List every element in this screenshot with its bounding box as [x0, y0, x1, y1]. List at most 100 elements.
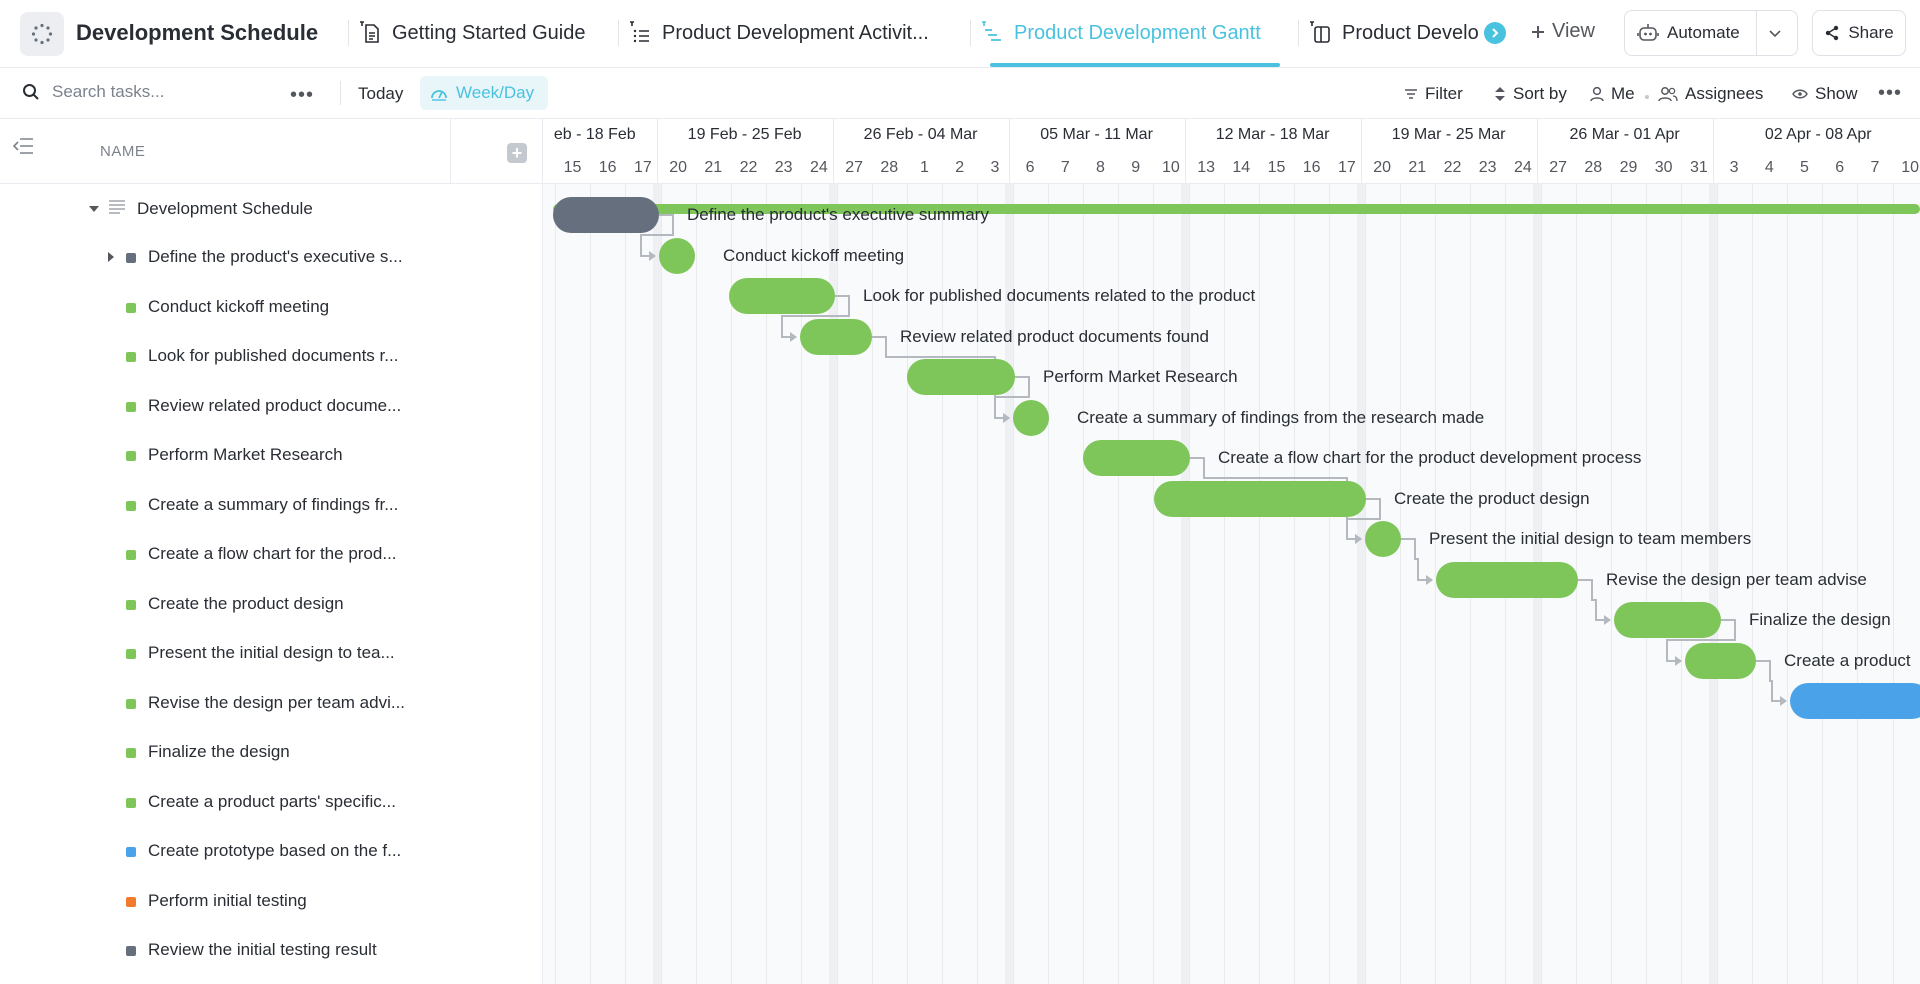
gantt-bar[interactable] — [907, 359, 1015, 395]
day-gridline — [1012, 183, 1014, 984]
add-view-button[interactable]: View — [1530, 20, 1595, 43]
page-title: Development Schedule — [76, 20, 319, 45]
tab-product-development-board[interactable]: Product Develo — [1308, 8, 1480, 58]
list-item[interactable]: Define the product's executive s... — [0, 233, 542, 282]
list-item-root[interactable]: Development Schedule — [0, 184, 542, 233]
gantt-milestone[interactable] — [1365, 521, 1401, 557]
week-label: eb - 18 Feb — [553, 126, 636, 143]
show-button[interactable]: Show — [1792, 84, 1858, 104]
caret-right-icon[interactable] — [106, 251, 116, 263]
share-button[interactable]: Share — [1812, 10, 1906, 56]
automate-button[interactable]: Automate — [1624, 10, 1798, 56]
active-tab-indicator — [990, 63, 1280, 67]
list-item[interactable]: Create a summary of findings fr... — [0, 481, 542, 530]
tab-product-development-gantt[interactable]: Product Development Gantt — [980, 8, 1290, 58]
summary-bar[interactable] — [553, 204, 1920, 214]
list-item[interactable]: Create prototype based on the f... — [0, 827, 542, 876]
divider — [970, 20, 971, 46]
add-column-button[interactable]: + — [507, 143, 527, 163]
list-item-label: Conduct kickoff meeting — [148, 296, 330, 316]
day-label: 17 — [1337, 159, 1356, 176]
column-divider[interactable] — [450, 119, 451, 183]
list-item-label: Look for published documents r... — [148, 346, 399, 365]
list-item[interactable]: Create a flow chart for the prod... — [0, 530, 542, 579]
tab-getting-started-guide[interactable]: Getting Started Guide — [358, 8, 608, 58]
day-gridline — [1223, 183, 1225, 984]
list-item[interactable]: Finalize the design — [0, 728, 542, 777]
collapse-sidebar-icon[interactable] — [12, 137, 34, 155]
users-icon — [1658, 86, 1678, 102]
list-item-label: Development Schedule — [137, 199, 313, 218]
day-label: 23 — [1478, 159, 1497, 176]
list-item[interactable]: Look for published documents r... — [0, 332, 542, 381]
gantt-bar-label: Define the product's executive summary — [687, 205, 989, 224]
day-gridline — [1083, 183, 1084, 984]
day-gridline — [977, 183, 979, 984]
gantt-bar[interactable] — [1685, 643, 1756, 679]
assignees-button[interactable]: Assignees — [1658, 84, 1763, 104]
caret-down-icon[interactable] — [88, 203, 100, 215]
gantt-bar[interactable] — [800, 319, 872, 355]
dependency-arrow — [790, 332, 797, 342]
top-bar: Development Schedule Getting Started Gui… — [0, 0, 1920, 68]
day-gridline — [1611, 183, 1612, 984]
list-item-label: Create the product design — [148, 593, 344, 613]
list-item[interactable]: Create a product parts' specific... — [0, 778, 542, 827]
list-item[interactable]: Revise the design per team advi... — [0, 679, 542, 728]
dependency-line — [1756, 660, 1786, 702]
dependency-arrow — [1426, 575, 1433, 585]
list-item[interactable]: Perform Market Research — [0, 431, 542, 480]
dependency-arrow — [1780, 696, 1787, 706]
automate-label: Automate — [1667, 23, 1740, 42]
space-loading-icon[interactable] — [20, 12, 64, 56]
gantt-milestone[interactable] — [1013, 400, 1049, 436]
day-label: 30 — [1654, 159, 1673, 176]
more-options-icon[interactable]: ••• — [1878, 82, 1903, 104]
gantt-bar[interactable] — [553, 197, 659, 233]
list-item[interactable]: Create the product design — [0, 580, 542, 629]
status-dot — [126, 748, 136, 758]
weekend-column — [828, 151, 837, 984]
tab-product-development-activities[interactable]: Product Development Activit... — [628, 8, 958, 58]
chevron-right-icon[interactable] — [1484, 22, 1506, 44]
list-item[interactable]: Perform initial testing — [0, 877, 542, 926]
week-label: 26 Feb - 04 Mar — [863, 126, 978, 143]
list-item[interactable]: Review the initial testing result — [0, 926, 542, 975]
status-dot — [126, 896, 136, 907]
today-button[interactable]: Today — [358, 84, 404, 103]
gantt-bar[interactable] — [1436, 562, 1578, 598]
gantt-milestone[interactable] — [659, 238, 695, 274]
status-dot — [126, 698, 136, 709]
list-item[interactable]: Conduct kickoff meeting — [0, 283, 542, 332]
day-label: 24 — [809, 159, 828, 176]
gantt-bar-label: Conduct kickoff meeting — [723, 246, 905, 265]
gantt-bar[interactable] — [1154, 481, 1366, 517]
day-gridline — [1787, 183, 1788, 984]
day-label: 1 — [920, 159, 929, 176]
gauge-icon — [430, 84, 448, 102]
sort-button[interactable]: Sort by — [1494, 84, 1567, 104]
name-column-header[interactable]: NAME — [100, 143, 146, 160]
gantt-bar[interactable] — [1614, 602, 1721, 638]
week-divider — [1712, 119, 1714, 183]
week-day-scale-button[interactable]: Week/Day — [420, 76, 549, 110]
task-list-panel: NAME + Development Schedule Define the p… — [0, 119, 543, 984]
me-filter-button[interactable]: Me — [1590, 84, 1635, 104]
chevron-down-icon[interactable] — [1767, 25, 1783, 41]
day-gridline — [695, 183, 697, 984]
more-options-icon[interactable]: ••• — [290, 84, 315, 106]
filter-button[interactable]: Filter — [1404, 84, 1463, 104]
gantt-bar[interactable] — [1083, 440, 1190, 476]
dependency-line — [1346, 498, 1381, 540]
list-item-label: Present the initial design to tea... — [148, 643, 395, 662]
status-dot — [126, 599, 136, 610]
weekend-column — [1004, 151, 1013, 984]
list-item[interactable]: Review related product docume... — [0, 382, 542, 431]
day-label: 3 — [990, 159, 1000, 176]
gantt-bar[interactable] — [1790, 683, 1920, 719]
list-item-label: Perform initial testing — [148, 890, 307, 910]
gantt-bar[interactable] — [729, 278, 835, 314]
list-item[interactable]: Present the initial design to tea... — [0, 629, 542, 678]
search-input[interactable] — [52, 82, 272, 102]
